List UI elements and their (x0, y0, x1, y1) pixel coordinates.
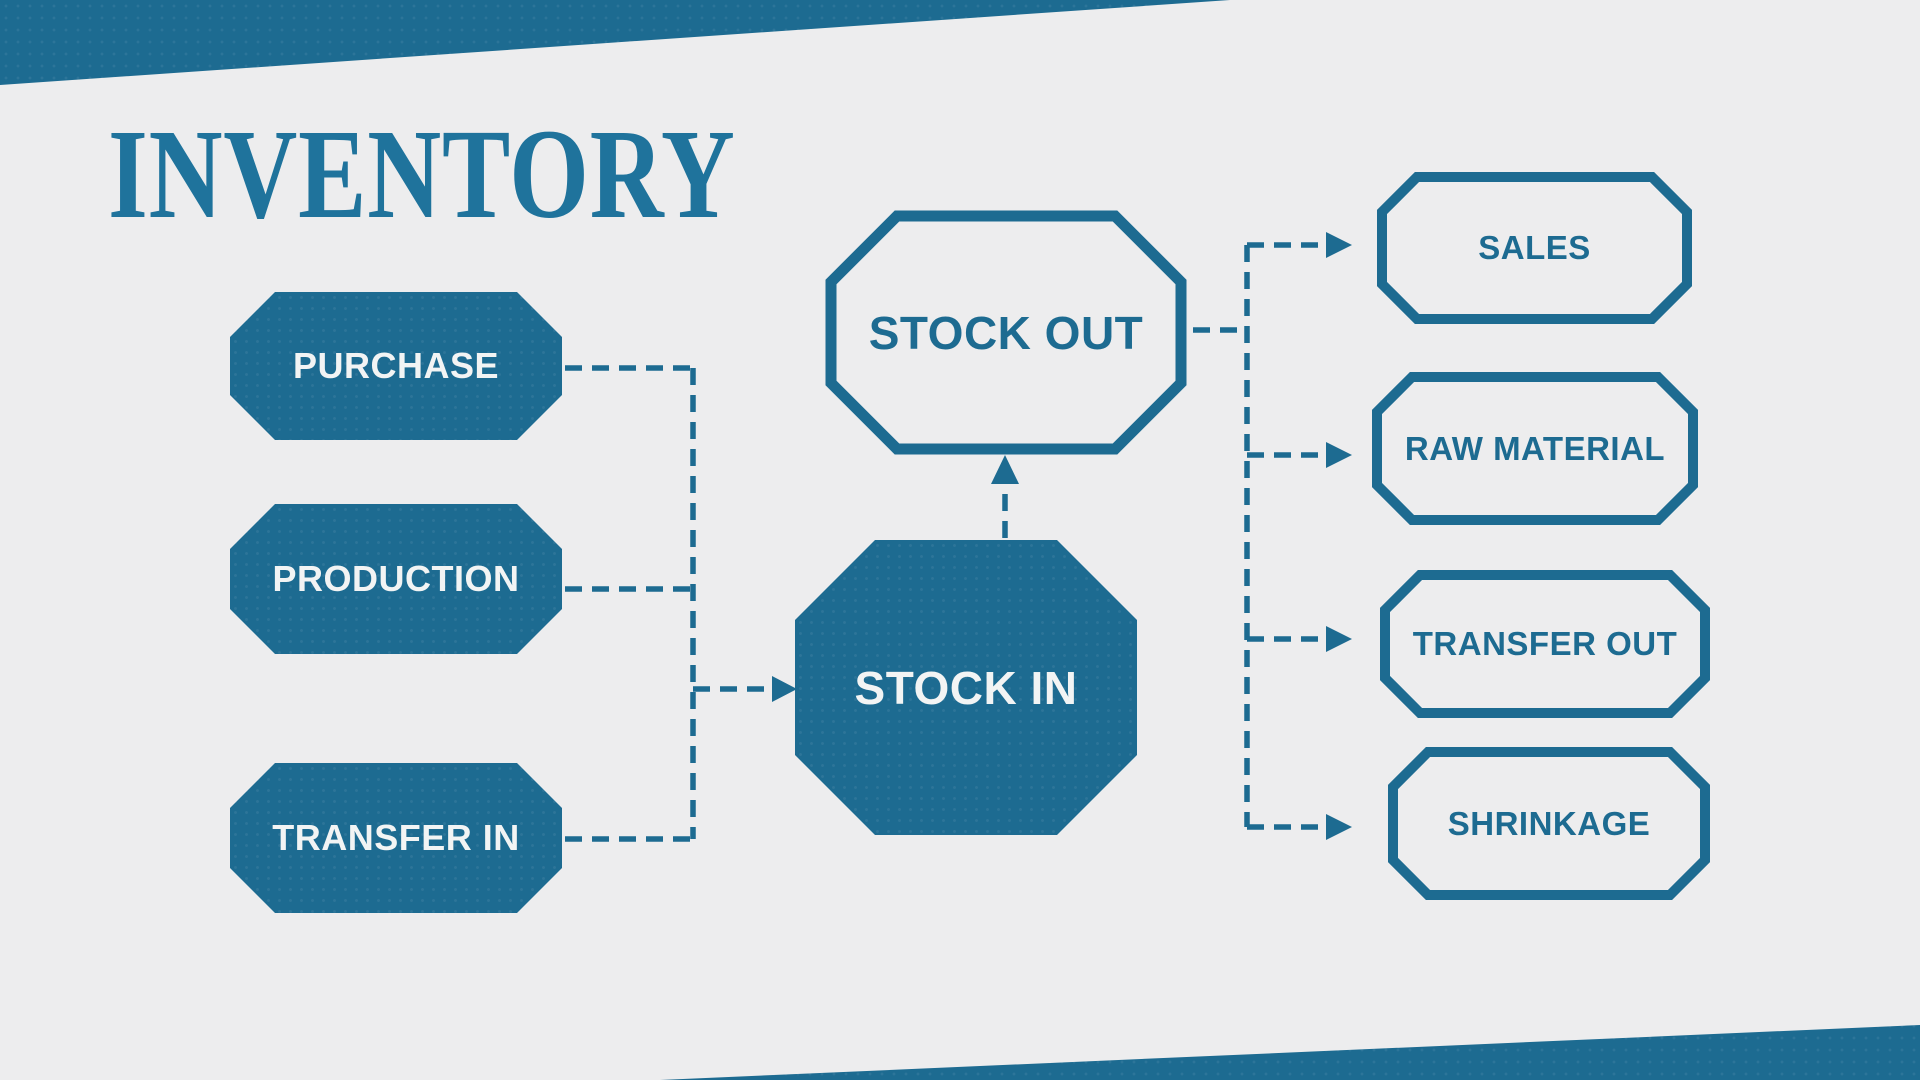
node-purchase: PURCHASE (230, 292, 562, 440)
node-stock-out-label: STOCK OUT (868, 306, 1144, 359)
stock-out-octagon-outline (825, 210, 1187, 455)
node-transfer-out: TRANSFER OUT (1380, 570, 1710, 718)
node-stock-in: STOCK IN (795, 540, 1137, 835)
node-purchase-label: PURCHASE (292, 345, 500, 386)
arrowhead-shrinkage-icon (1326, 814, 1352, 840)
node-production: PRODUCTION (230, 504, 562, 654)
arrowhead-transfer-out-icon (1326, 626, 1352, 652)
node-shrinkage: SHRINKAGE (1388, 747, 1710, 900)
sales-octagon-outline (1377, 172, 1692, 324)
node-sales-label: SALES (1478, 229, 1591, 266)
raw-material-octagon-outline (1372, 372, 1698, 525)
node-stock-out: STOCK OUT (825, 210, 1187, 455)
arrowhead-raw-material-icon (1326, 442, 1352, 468)
node-sales: SALES (1377, 172, 1692, 324)
node-raw-material-label: RAW MATERIAL (1404, 429, 1666, 467)
node-transfer-in: TRANSFER IN (230, 763, 562, 913)
shrinkage-octagon-outline (1388, 747, 1710, 900)
node-shrinkage-label: SHRINKAGE (1447, 804, 1651, 842)
node-transfer-in-label: TRANSFER IN (272, 817, 520, 858)
transfer-out-octagon-outline (1380, 570, 1710, 718)
node-stock-in-label: STOCK IN (854, 661, 1078, 714)
arrowhead-sales-icon (1326, 232, 1352, 258)
page-title: INVENTORY (108, 103, 736, 245)
arrowhead-stock-in-icon (772, 676, 797, 702)
node-transfer-out-label: TRANSFER OUT (1412, 625, 1678, 662)
node-raw-material: RAW MATERIAL (1372, 372, 1698, 525)
arrowhead-stock-out-icon (991, 455, 1019, 484)
node-production-label: PRODUCTION (272, 558, 520, 599)
